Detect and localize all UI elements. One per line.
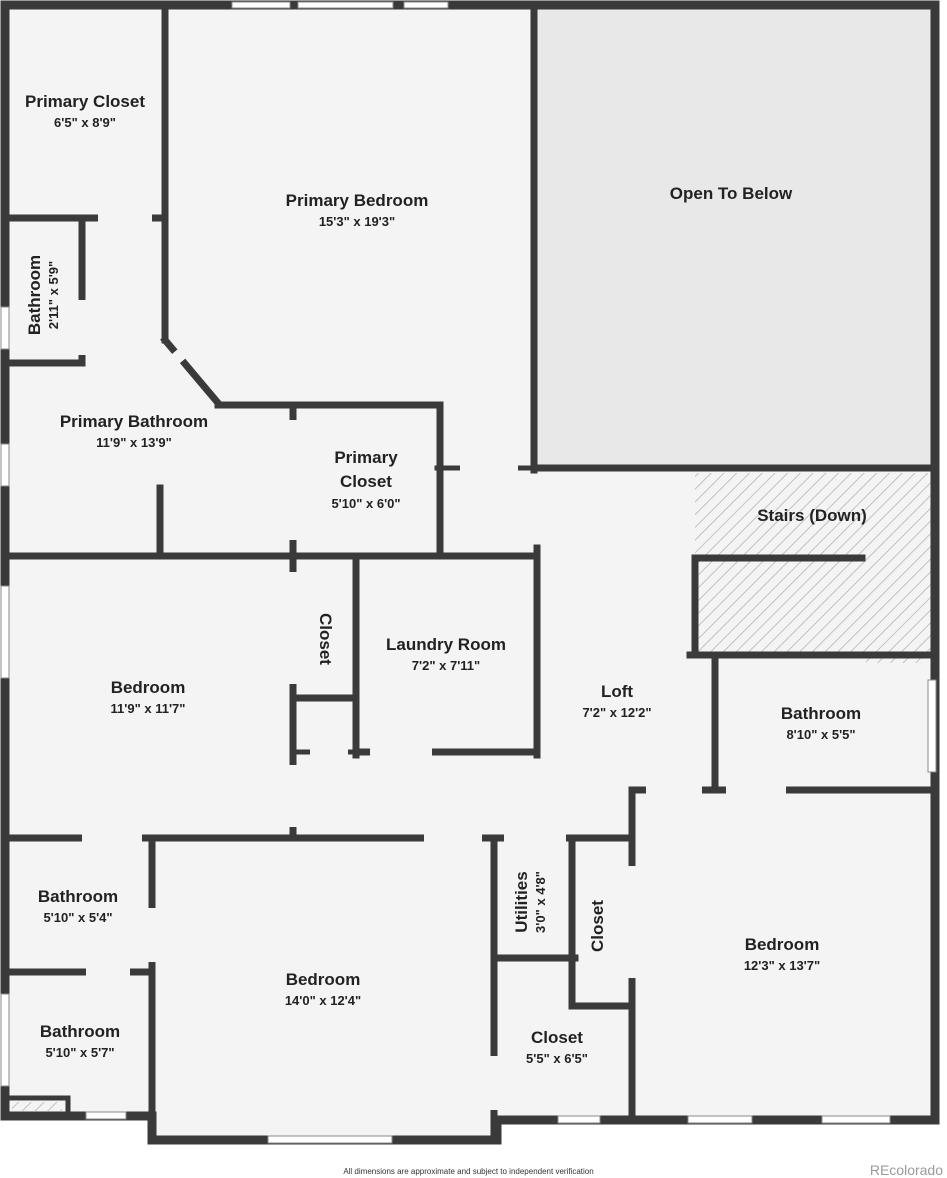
window	[231, 1, 291, 9]
bedroom-west-name: Bedroom	[111, 678, 186, 697]
stairs-area	[695, 473, 931, 655]
bedroom-west-dims: 11'9" x 11'7"	[111, 701, 186, 716]
bedroom-south-name: Bedroom	[286, 970, 361, 989]
door-gap	[490, 1056, 498, 1110]
door-gap	[646, 786, 702, 794]
window	[0, 993, 10, 1087]
laundry-room-dims: 7'2" x 7'11"	[412, 658, 480, 673]
door-gap	[310, 748, 348, 756]
bedroom-east-name: Bedroom	[745, 935, 820, 954]
primary-closet-name: Primary Closet	[25, 92, 145, 111]
openings	[0, 1, 937, 1144]
window	[557, 1115, 601, 1124]
open-to-below-area	[537, 8, 931, 468]
primary-bathroom-dims: 11'9" x 13'9"	[96, 435, 172, 450]
door-gap	[726, 786, 786, 794]
bathroom-sw1-dims: 5'10" x 5'4"	[43, 910, 112, 925]
brand-watermark: REcolorado	[869, 1162, 943, 1178]
utilities-dims: 3'0" x 4'8"	[533, 871, 548, 933]
primary-closet-2-name-line1: Primary	[334, 448, 398, 467]
primary-bedroom-name: Primary Bedroom	[286, 191, 429, 210]
primary-closet-2-dims: 5'10" x 6'0"	[331, 496, 400, 511]
door-gap	[289, 765, 297, 827]
primary-closet-2-name-line2: Closet	[340, 472, 392, 491]
door-gap	[289, 572, 297, 684]
primary-bathroom-name: Primary Bathroom	[60, 412, 208, 431]
window	[0, 306, 10, 350]
open-to-below-label: Open To Below	[670, 184, 793, 203]
door-gap	[504, 834, 566, 842]
door-gap	[370, 748, 432, 756]
door-gap	[170, 347, 188, 365]
door-gap	[82, 834, 142, 842]
wall	[160, 335, 223, 408]
window	[267, 1135, 393, 1144]
door-gap	[424, 834, 482, 842]
closet-se-name: Closet	[531, 1028, 583, 1047]
primary-closet-dims: 6'5" x 8'9"	[54, 115, 116, 130]
bathroom-sw1-name: Bathroom	[38, 887, 118, 906]
window	[821, 1115, 891, 1124]
door-gap	[460, 464, 518, 472]
door-gap	[78, 300, 86, 355]
loft-dims: 7'2" x 12'2"	[582, 705, 651, 720]
door-gap	[86, 968, 130, 976]
stairs-label: Stairs (Down)	[757, 506, 867, 525]
window	[0, 585, 10, 679]
closet-se-dims: 5'5" x 6'5"	[526, 1051, 588, 1066]
window	[297, 1, 394, 9]
door-gap	[98, 214, 152, 222]
primary-bedroom-dims: 15'3" x 19'3"	[319, 214, 395, 229]
small-bathroom-name: Bathroom	[25, 255, 44, 335]
door-openings	[78, 214, 786, 1110]
loft-name: Loft	[601, 682, 633, 701]
bedroom-south-dims: 14'0" x 12'4"	[285, 993, 361, 1008]
door-gap	[289, 420, 297, 540]
dimensions-disclaimer: All dimensions are approximate and subje…	[343, 1167, 594, 1176]
closet-se-vert-name: Closet	[588, 900, 607, 952]
window	[85, 1111, 127, 1120]
stair-landing-hatch	[12, 1102, 62, 1111]
window	[0, 443, 10, 487]
small-bathroom-dims: 2'11" x 5'9"	[46, 261, 61, 329]
floor-areas	[5, 5, 935, 1140]
stair-landing-hatch-east	[866, 655, 928, 663]
window	[687, 1115, 753, 1124]
utilities-name: Utilities	[512, 871, 531, 932]
closet-mid-name: Closet	[316, 613, 335, 665]
bathroom-east-dims: 8'10" x 5'5"	[786, 727, 855, 742]
laundry-room-name: Laundry Room	[386, 635, 506, 654]
window	[927, 679, 937, 773]
door-gap	[628, 866, 636, 978]
room-labels: Primary Closet 6'5" x 8'9" Primary Bedro…	[25, 92, 867, 1066]
bathroom-sw2-name: Bathroom	[40, 1022, 120, 1041]
door-gap	[148, 908, 156, 962]
window	[403, 1, 449, 9]
bathroom-east-name: Bathroom	[781, 704, 861, 723]
bathroom-sw2-dims: 5'10" x 5'7"	[45, 1045, 114, 1060]
bedroom-east-dims: 12'3" x 13'7"	[744, 958, 820, 973]
